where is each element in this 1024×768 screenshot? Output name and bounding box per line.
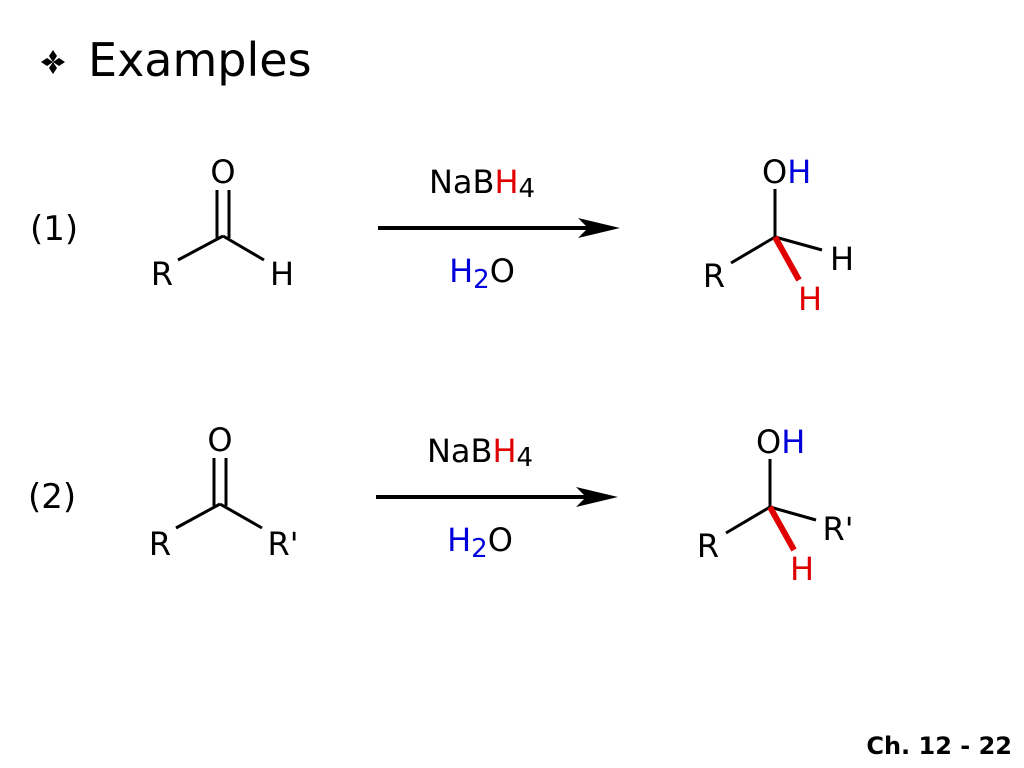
r-group-label: R <box>697 527 719 565</box>
new-h-bond <box>767 505 797 552</box>
r-prime-group-label: R' <box>267 525 298 563</box>
reagent-nabh4: NaBH4 <box>429 163 535 204</box>
bond-to-r <box>177 234 224 262</box>
reaction-2: (2) O R R' NaBH4 H2O OH <box>28 421 854 588</box>
hydrogen-label: H <box>270 255 294 293</box>
bond-to-r <box>730 235 776 265</box>
page-title: Examples <box>88 33 312 87</box>
bond-to-h <box>774 235 823 252</box>
reaction-number: (2) <box>28 477 76 517</box>
hydroxyl-label: OH <box>756 423 805 461</box>
oxygen-label: O <box>210 153 235 191</box>
reagent-nabh4: NaBH4 <box>427 432 533 473</box>
reaction-arrow-head <box>578 218 620 238</box>
reactant-structure: O R H <box>151 153 294 293</box>
title-row: Examples <box>40 30 312 90</box>
reaction-arrow-head <box>576 487 618 507</box>
bond-to-h <box>222 234 265 262</box>
slide-number: Ch. 12 - 22 <box>866 732 1012 760</box>
bond-to-r <box>175 502 221 530</box>
reaction-number: (1) <box>30 209 78 249</box>
four-diamond-bullet-icon <box>41 50 65 74</box>
r-group-label: R <box>151 255 173 293</box>
bond-to-r <box>725 505 771 535</box>
product-structure: OH R R' H <box>697 423 854 588</box>
new-hydrogen-label: H <box>790 550 814 588</box>
bond-to-r-prime <box>769 505 817 522</box>
reagent-water: H2O <box>447 521 513 564</box>
bond-to-r-prime <box>219 502 263 530</box>
product-structure: OH R H H <box>703 153 854 318</box>
oxygen-label: O <box>207 421 232 459</box>
r-group-label: R <box>149 525 171 563</box>
r-group-label: R <box>703 257 725 295</box>
new-h-bond <box>772 235 802 282</box>
reaction-1: (1) O R H NaBH4 H2O OH <box>30 153 854 318</box>
reagent-water: H2O <box>449 252 515 295</box>
r-prime-group-label: R' <box>822 510 853 548</box>
reactant-structure: O R R' <box>149 421 299 563</box>
new-hydrogen-label: H <box>798 280 822 318</box>
hydroxyl-label: OH <box>762 153 811 191</box>
hydrogen-label: H <box>830 240 854 278</box>
